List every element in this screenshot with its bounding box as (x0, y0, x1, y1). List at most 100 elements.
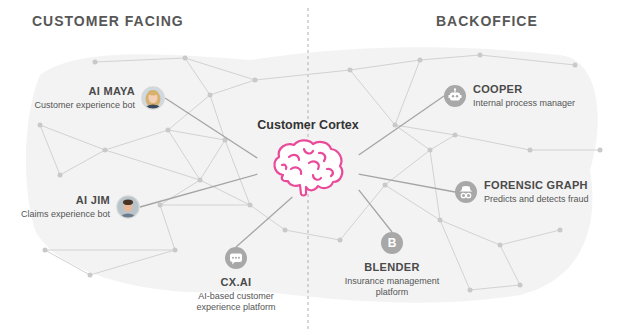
node-text-block: CX.AI AI-based customer experience platfo… (190, 276, 282, 313)
avatar-photo (141, 86, 165, 110)
mesh-dot (478, 53, 483, 58)
icon-letter: B (388, 236, 397, 250)
mesh-dot (418, 58, 423, 63)
service-node: AI JIM Claims experience bot (21, 194, 140, 220)
icon-glyph (230, 254, 242, 265)
mesh-dot (103, 148, 108, 153)
detective-hat (460, 186, 473, 192)
section-heading: CUSTOMER FACING (32, 13, 184, 30)
node-description: AI-based customer experience platform (190, 291, 282, 313)
mesh-dot (338, 238, 343, 243)
mesh-dot (598, 148, 603, 153)
mesh-dot (248, 203, 253, 208)
mesh-dot (58, 173, 63, 178)
mesh-dot (173, 248, 178, 253)
brain-fold (313, 175, 321, 180)
node-text-block: BLENDER Insurance management platform (338, 261, 446, 298)
avatar-hair (123, 200, 133, 206)
service-node: AI MAYACustomer experience bot (34, 85, 165, 111)
node-text-block: AI MAYACustomer experience bot (34, 85, 135, 111)
mesh-dots (38, 53, 603, 293)
node-text-block: FORENSIC GRAPH Predicts and detects fraud (484, 179, 589, 205)
node-title: AI JIM (76, 194, 110, 207)
node-text-block: Customer Cortex (257, 118, 358, 133)
node-text-block: COOPER Internal process manager (473, 83, 575, 109)
mesh-dot (183, 56, 188, 61)
robot-eye (456, 95, 458, 97)
mesh-dot (166, 128, 171, 133)
icon-disc (225, 247, 247, 269)
icon-glyph (449, 88, 462, 100)
node-title: COOPER (473, 83, 522, 96)
mesh-dot (453, 133, 458, 138)
node-description: Predicts and detects fraud (484, 194, 589, 205)
avatar-ring (117, 196, 139, 218)
node-icon (444, 85, 466, 107)
mesh-dot (498, 243, 503, 248)
service-node: COOPER Internal process manager (444, 83, 575, 109)
network-mesh (40, 55, 600, 290)
chat-bubble (230, 254, 242, 265)
chat-dot (238, 257, 240, 259)
node-icon (225, 247, 247, 269)
detective-glasses (461, 193, 465, 197)
hub-node: Customer Cortex (257, 118, 358, 197)
avatar-hair (148, 90, 158, 95)
mesh-dot (253, 78, 258, 83)
node-description: Internal process manager (473, 98, 575, 109)
robot-head (450, 93, 460, 101)
mesh-dot (348, 68, 353, 73)
robot-ear (449, 95, 451, 98)
robot-ear (460, 95, 462, 98)
mesh-dot (208, 93, 213, 98)
detective-icon (455, 181, 477, 203)
brain-fold (291, 167, 301, 174)
brain-fold (309, 161, 319, 169)
node-title: FORENSIC GRAPH (484, 179, 588, 192)
node-title: CX.AI (221, 276, 252, 289)
brain-fold (304, 149, 313, 153)
connector-line (236, 197, 292, 247)
brain-outline (274, 140, 342, 195)
hub-title: Customer Cortex (257, 118, 358, 133)
robot-antenna-tip (454, 88, 456, 90)
brain-fold (282, 165, 286, 169)
brain-fold (319, 153, 325, 161)
node-title: BLENDER (364, 261, 419, 274)
brain-fold (289, 155, 299, 160)
connector-line (140, 174, 257, 207)
chat-dot (232, 257, 234, 259)
node-icon (141, 86, 165, 110)
detective-bridge (465, 195, 467, 196)
mesh-dot (528, 148, 533, 153)
mesh-dot (558, 228, 563, 233)
mesh-dot (93, 60, 98, 65)
mesh-dot (43, 248, 48, 253)
node-description: Insurance management platform (338, 276, 446, 298)
mesh-dot (438, 218, 443, 223)
icon-disc (444, 85, 466, 107)
service-node: CX.AI AI-based customer experience platfo… (190, 247, 282, 313)
node-text-block: AI JIM Claims experience bot (21, 194, 110, 220)
chat-dot (235, 257, 237, 259)
node-icon (116, 195, 140, 219)
mesh-dot (428, 148, 433, 153)
network-cloud (26, 47, 598, 302)
connector-line (359, 174, 455, 192)
mesh-dot (198, 178, 203, 183)
brain-icon (269, 137, 347, 197)
detective-glasses (466, 193, 470, 197)
icon-glyph (460, 186, 473, 198)
robot-icon (444, 85, 466, 107)
mesh-dot (383, 183, 388, 188)
node-description: Claims experience bot (21, 209, 110, 220)
brain-fold (327, 169, 333, 176)
connector-line (165, 98, 257, 158)
mesh-dot (518, 283, 523, 288)
mesh-dot (88, 273, 93, 278)
avatar-icon (141, 86, 165, 110)
icon-disc (455, 181, 477, 203)
mesh-dot (158, 203, 163, 208)
service-node: FORENSIC GRAPH Predicts and detects fraud (455, 179, 589, 205)
